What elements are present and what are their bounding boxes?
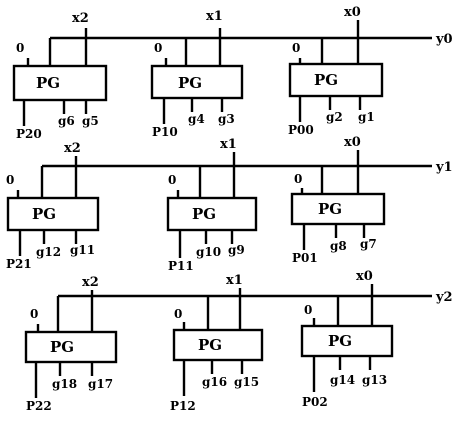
p-output-label: P12 [170, 399, 196, 413]
pg-cell: x2 0 PG P21 g12 g11 [6, 141, 100, 271]
x-label: x0 [344, 135, 361, 150]
g-output-label: g11 [70, 243, 95, 257]
pg-block-label: PG [318, 200, 342, 218]
zero-label: 0 [174, 307, 182, 321]
g-output-label: g1 [358, 110, 375, 124]
pg-block-label: PG [192, 205, 216, 223]
p-output-label: P22 [26, 399, 52, 413]
pg-block [300, 324, 394, 358]
pg-cell: x2 0 PG P22 g18 g17 [24, 275, 118, 413]
g-output-label: g2 [326, 110, 343, 124]
g-output-label: g7 [360, 237, 377, 251]
pg-cell: x0 0 PG P02 g14 g13 [300, 269, 394, 409]
pg-block-label: PG [328, 332, 352, 350]
pg-cell: x1 0 PG P12 g16 g15 [170, 273, 264, 413]
zero-label: 0 [30, 307, 38, 321]
g-output-label: g12 [36, 245, 61, 259]
pg-block [288, 62, 384, 98]
row-0: y0 x2 0 PG P20 g6 g5 x1 0 PG [12, 5, 453, 141]
pg-cell: x0 0 PG P00 g2 g1 [288, 5, 384, 137]
p-output-label: P21 [6, 257, 32, 271]
x-label: x0 [344, 5, 361, 20]
pg-block [24, 330, 118, 364]
zero-label: 0 [168, 173, 176, 187]
y-label: y1 [435, 160, 453, 175]
pg-block [6, 196, 100, 232]
y-label: y0 [435, 32, 453, 47]
pg-block-label: PG [32, 205, 56, 223]
x-label: x1 [220, 137, 237, 152]
x-label: x2 [64, 141, 81, 156]
p-output-label: P20 [16, 127, 42, 141]
pg-cell: x1 0 PG P10 g4 g3 [150, 9, 244, 139]
pg-cell: x1 0 PG P11 g10 g9 [166, 137, 258, 273]
x-label: x1 [226, 273, 243, 288]
g-output-label: g5 [82, 114, 99, 128]
x-label: x2 [82, 275, 99, 290]
p-output-label: P10 [152, 125, 178, 139]
g-output-label: g3 [218, 112, 235, 126]
pg-block-label: PG [198, 336, 222, 354]
pg-cell: x2 0 PG P20 g6 g5 [12, 11, 108, 141]
g-output-label: g8 [330, 239, 347, 253]
row-2: y2 x2 0 PG P22 g18 g17 x1 0 PG [24, 269, 453, 413]
pg-block [290, 192, 386, 226]
zero-label: 0 [294, 172, 302, 186]
row-1: y1 x2 0 PG P21 g12 g11 x1 0 PG [6, 135, 453, 273]
g-output-label: g16 [202, 375, 227, 389]
g-output-label: g9 [228, 243, 245, 257]
zero-label: 0 [16, 41, 24, 55]
pg-block-label: PG [36, 74, 60, 92]
g-output-label: g15 [234, 375, 259, 389]
zero-label: 0 [6, 173, 14, 187]
g-output-label: g4 [188, 112, 205, 126]
pg-block [166, 196, 258, 232]
zero-label: 0 [292, 41, 300, 55]
p-output-label: P11 [168, 259, 194, 273]
zero-label: 0 [304, 303, 312, 317]
pg-block-label: PG [314, 71, 338, 89]
x-label: x0 [356, 269, 373, 284]
p-output-label: P01 [292, 251, 318, 265]
g-output-label: g17 [88, 377, 113, 391]
pg-block-label: PG [178, 74, 202, 92]
zero-label: 0 [154, 41, 162, 55]
pg-block [12, 64, 108, 102]
g-output-label: g14 [330, 373, 355, 387]
pg-block-label: PG [50, 338, 74, 356]
g-output-label: g18 [52, 377, 77, 391]
g-output-label: g6 [58, 114, 75, 128]
pg-cell: x0 0 PG P01 g8 g7 [290, 135, 386, 265]
y-label: y2 [435, 290, 453, 305]
g-output-label: g13 [362, 373, 387, 387]
x-label: x2 [72, 11, 89, 26]
x-label: x1 [206, 9, 223, 24]
p-output-label: P00 [288, 123, 314, 137]
pg-block [150, 64, 244, 100]
p-output-label: P02 [302, 395, 328, 409]
pg-block [172, 328, 264, 362]
g-output-label: g10 [196, 245, 221, 259]
